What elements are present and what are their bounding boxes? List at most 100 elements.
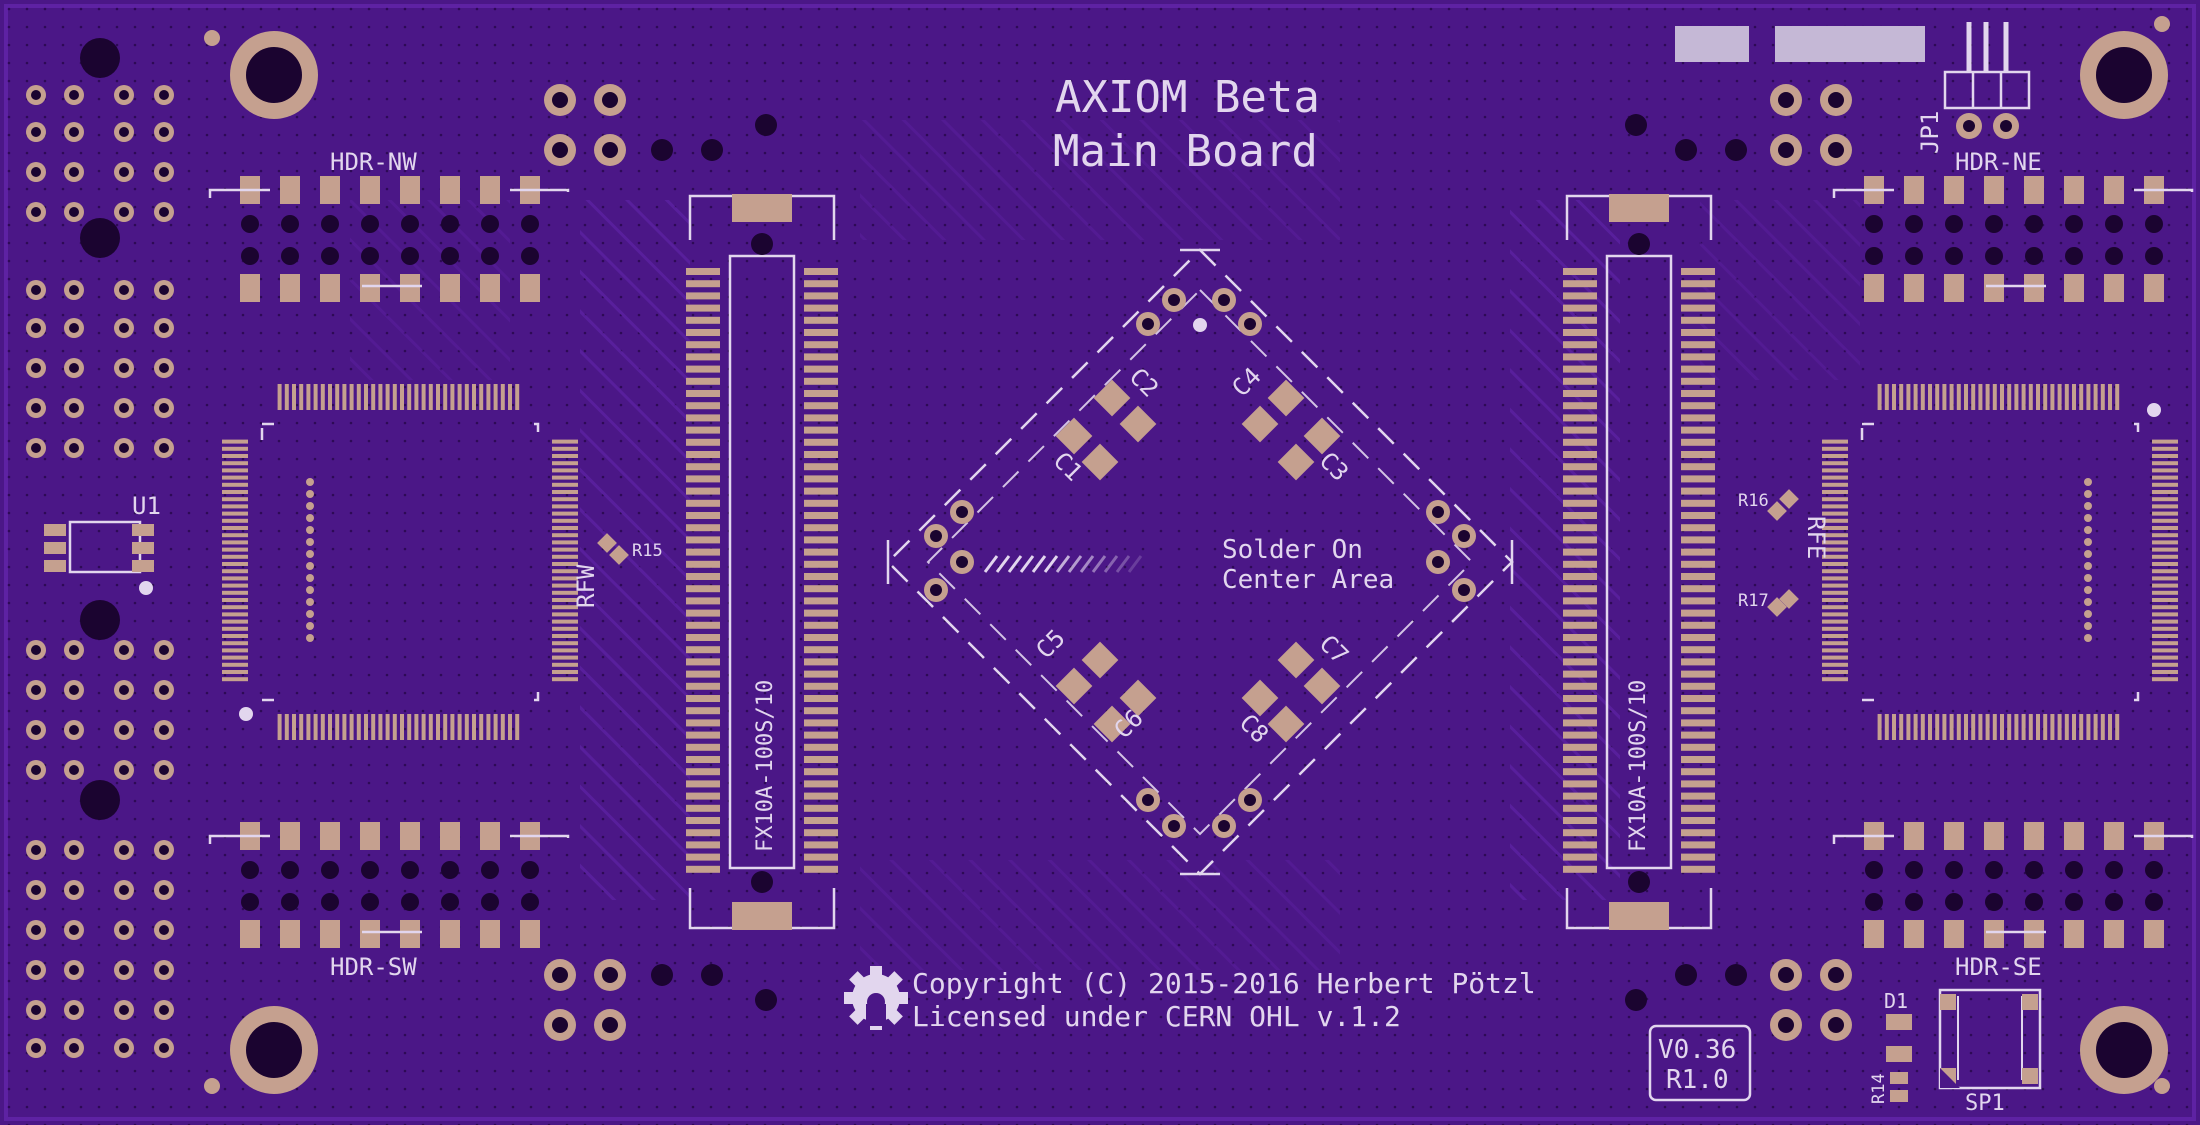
connector-pad bbox=[804, 853, 838, 861]
hdr-pad bbox=[400, 274, 420, 302]
connector-pad bbox=[1681, 682, 1715, 690]
connector-pad bbox=[804, 670, 838, 678]
connector-pad bbox=[1681, 585, 1715, 593]
pin-hole bbox=[119, 207, 129, 217]
qfp-pad bbox=[2152, 662, 2178, 667]
qfp-pad bbox=[2050, 384, 2055, 410]
pin-hole bbox=[159, 725, 169, 735]
connector-pad bbox=[1681, 646, 1715, 654]
qfp-pad bbox=[552, 670, 578, 674]
pin-hole bbox=[1432, 506, 1444, 518]
connector-pad bbox=[1681, 548, 1715, 556]
connector-pad bbox=[1681, 804, 1715, 812]
connector-pad bbox=[804, 463, 838, 471]
qfp-pad bbox=[1978, 384, 1983, 410]
hdr-pad bbox=[2064, 822, 2084, 850]
hdr-pad bbox=[360, 176, 380, 204]
pin-hole bbox=[159, 1043, 169, 1053]
qfp-pad bbox=[1877, 714, 1882, 740]
connector-pad bbox=[804, 707, 838, 715]
qfp-pad bbox=[1906, 384, 1911, 410]
qfp-pad bbox=[1956, 714, 1961, 740]
hdr-hole bbox=[1985, 247, 2003, 265]
qfp-pad bbox=[2152, 497, 2178, 502]
qfp-pad bbox=[1822, 482, 1848, 487]
hdr-pad bbox=[2024, 176, 2044, 204]
pin-hole bbox=[159, 127, 169, 137]
pin-hole bbox=[159, 925, 169, 935]
qfp-pad bbox=[356, 384, 361, 410]
connector-pad bbox=[1563, 585, 1597, 593]
connector-pad bbox=[1563, 780, 1597, 788]
qfp-testpoint bbox=[306, 478, 314, 486]
pin-hole bbox=[31, 925, 41, 935]
pin-hole bbox=[69, 685, 79, 695]
qfp-pad bbox=[349, 384, 354, 410]
connector-pad bbox=[686, 304, 720, 312]
connector-pad bbox=[1563, 268, 1597, 275]
hdr-outline bbox=[208, 834, 570, 934]
connector-pad bbox=[804, 316, 838, 324]
pin-hole bbox=[119, 443, 129, 453]
qfp-pad bbox=[428, 384, 433, 410]
center-note-line1: Solder On bbox=[1222, 535, 1363, 565]
qfp-pad bbox=[222, 612, 248, 617]
pin-hole bbox=[69, 1005, 79, 1015]
qfp-pad bbox=[428, 714, 433, 740]
hdr-hole bbox=[1985, 215, 2003, 233]
qfp-pad bbox=[299, 384, 304, 410]
qfp-pad bbox=[2057, 714, 2062, 740]
qfp-pad bbox=[392, 384, 397, 410]
connector-pad bbox=[1681, 512, 1715, 519]
connector-pad bbox=[686, 670, 720, 678]
pin-hole bbox=[1244, 794, 1256, 806]
hdr-pad bbox=[440, 822, 460, 850]
hdr-hole bbox=[481, 247, 499, 265]
hdr-pad bbox=[520, 920, 540, 948]
pin-hole bbox=[119, 965, 129, 975]
qfp-pad bbox=[552, 662, 578, 667]
qfp-pad bbox=[1822, 533, 1848, 538]
qfp-pad bbox=[1822, 590, 1848, 595]
capacitor-pad bbox=[1093, 705, 1131, 743]
label-hdr-sw: HDR-SW bbox=[330, 953, 417, 981]
connector-pad bbox=[686, 475, 720, 483]
left-edge-holes bbox=[80, 38, 120, 820]
qfp-pad bbox=[284, 714, 289, 740]
qfp-pad bbox=[2072, 384, 2076, 410]
qfp-pad bbox=[222, 605, 248, 610]
qfp-pad bbox=[2152, 454, 2178, 458]
qfp-pad bbox=[1935, 384, 1940, 410]
pin-hole bbox=[159, 443, 169, 453]
qfp-pad bbox=[1964, 714, 1968, 740]
qfp-pad bbox=[222, 562, 248, 566]
qfp-testpoint bbox=[306, 574, 314, 582]
hdr-hole bbox=[2025, 893, 2043, 911]
hdr-pad bbox=[520, 274, 540, 302]
connector-pad bbox=[686, 426, 720, 434]
pin-hole bbox=[119, 1043, 129, 1053]
hdr-hole bbox=[441, 861, 459, 879]
qfp-pad bbox=[2079, 714, 2084, 740]
hdr-hole bbox=[2025, 215, 2043, 233]
hdr-hole bbox=[321, 247, 339, 265]
pin-hole bbox=[1458, 584, 1470, 596]
qfp-pad bbox=[552, 454, 578, 458]
via bbox=[1725, 139, 1747, 161]
qfp-pad bbox=[1822, 562, 1848, 566]
qfp-pad bbox=[2064, 384, 2069, 410]
qfp-testpoint bbox=[306, 502, 314, 510]
hdr-hole bbox=[1865, 893, 1883, 911]
silk-label-block-1 bbox=[1675, 26, 1749, 62]
connector-pad bbox=[1681, 438, 1715, 446]
qfp-pad bbox=[1822, 504, 1848, 509]
hdr-pad bbox=[360, 822, 380, 850]
hdr-hole bbox=[1905, 215, 1923, 233]
qfp-pad bbox=[552, 634, 578, 638]
connector-pad bbox=[686, 597, 720, 605]
header-sw bbox=[208, 822, 570, 948]
qfp-pad bbox=[552, 482, 578, 487]
connector-tab bbox=[1609, 194, 1669, 222]
qfp-pad bbox=[292, 714, 296, 740]
hdr-hole bbox=[521, 215, 539, 233]
